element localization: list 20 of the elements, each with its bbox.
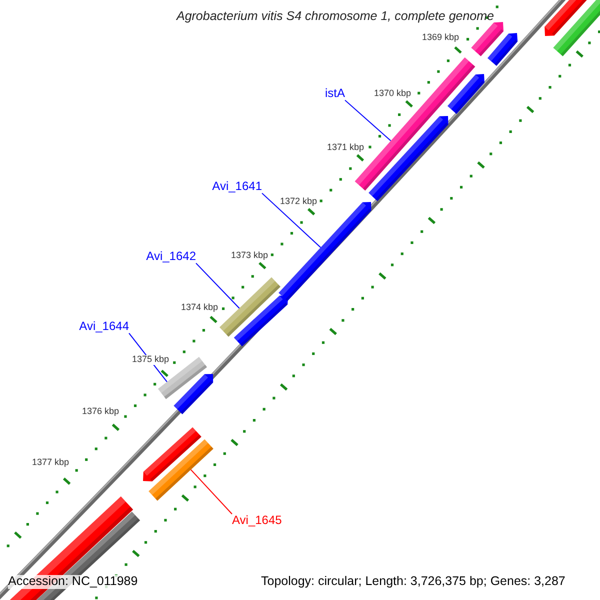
scale-label: 1377 kbp	[32, 458, 70, 468]
scale-label: 1373 kbp	[231, 251, 268, 261]
footer-text: Topology: circular; Length: 3,726,375 bp; Genes: 3,287	[261, 575, 566, 589]
scale-label: 1375 kbp	[132, 355, 170, 365]
scale-label: 1369 kbp	[422, 33, 460, 43]
leader-line	[190, 469, 232, 514]
title: Agrobacterium vitis S4 chromosome 1, complete genome	[176, 10, 494, 24]
gene-label: Avi_1642	[146, 250, 196, 264]
footer-text: Accession: NC_011989	[8, 575, 138, 589]
scale-label: 1376 kbp	[82, 407, 120, 417]
gene-label: istA	[324, 87, 345, 100]
gene-feature	[220, 277, 280, 337]
gene-label: Avi_1644	[79, 320, 129, 334]
gene-label: Avi_1641	[212, 180, 262, 194]
leader-line	[262, 192, 322, 248]
gene-label: Avi_1645	[232, 514, 282, 528]
scale-label: 1372 kbp	[280, 197, 318, 207]
gene-feature	[148, 439, 214, 501]
scale-label: 1370 kbp	[374, 89, 412, 99]
scale-label: 1371 kbp	[327, 143, 364, 153]
